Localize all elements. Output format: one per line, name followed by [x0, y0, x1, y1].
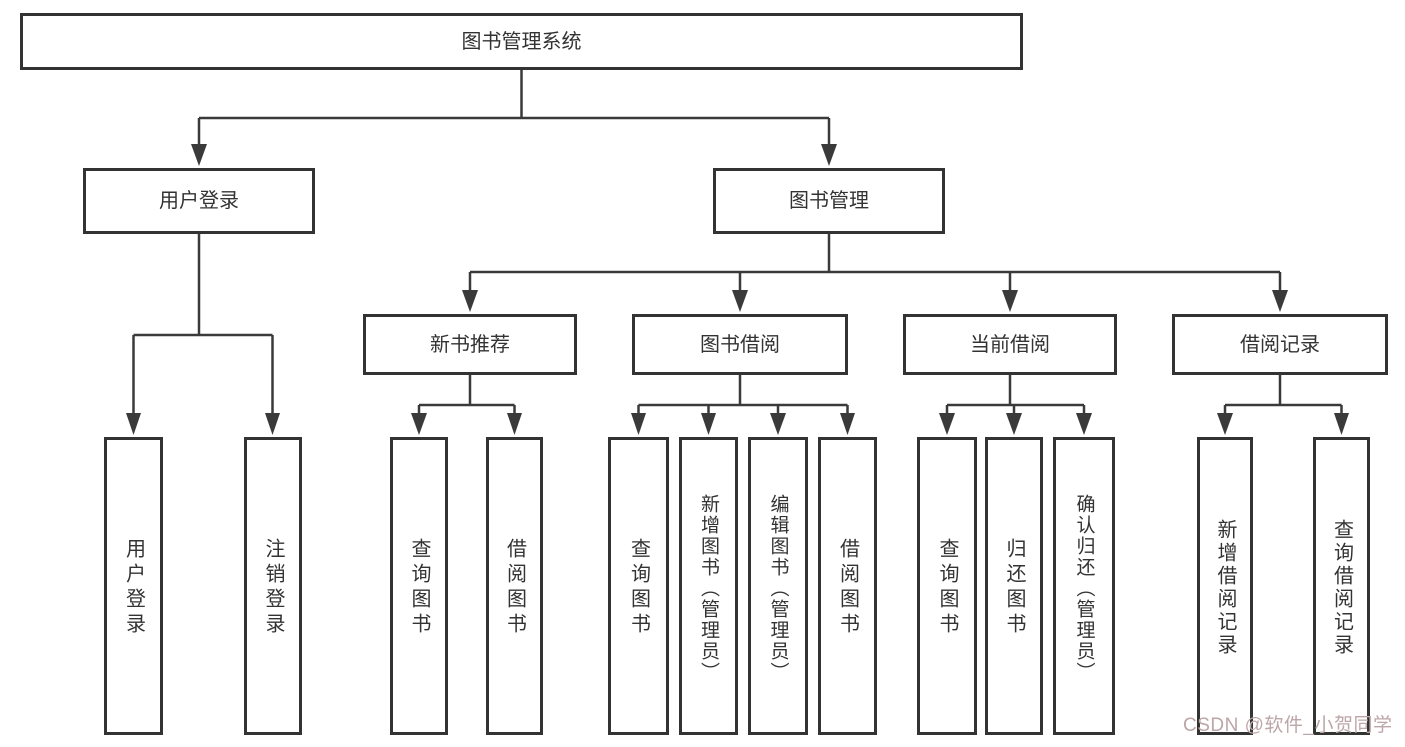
node-leaf-logout: 注销登录 [244, 437, 302, 735]
node-leaf-cb-confirm-return-admin: 确认归还（管理员） [1053, 437, 1115, 735]
node-book-management: 图书管理 [713, 168, 945, 234]
node-leaf-cb-query-books: 查询图书 [917, 437, 977, 735]
node-leaf-br-query-record: 查询借阅记录 [1313, 437, 1370, 735]
node-leaf-cb-return-books: 归还图书 [985, 437, 1043, 735]
tree-edges [132, 70, 1343, 420]
node-borrowing-records: 借阅记录 [1172, 314, 1388, 375]
node-leaf-bb-edit-books-admin: 编辑图书（管理员） [748, 437, 808, 735]
node-user-login: 用户登录 [83, 168, 315, 234]
node-current-borrowing: 当前借阅 [903, 314, 1117, 375]
arrowheads [126, 144, 1349, 435]
node-leaf-bb-add-books-admin: 新增图书（管理员） [679, 437, 738, 735]
node-leaf-user-login: 用户登录 [104, 437, 163, 735]
node-leaf-nbr-query-books: 查询图书 [390, 437, 448, 735]
node-book-borrowing: 图书借阅 [632, 314, 848, 375]
node-leaf-bb-query-books: 查询图书 [608, 437, 669, 735]
node-root: 图书管理系统 [20, 13, 1023, 70]
node-leaf-bb-borrow-books: 借阅图书 [818, 437, 877, 735]
node-new-book-recommend: 新书推荐 [363, 314, 577, 375]
node-leaf-nbr-borrow-books: 借阅图书 [486, 437, 543, 735]
node-leaf-br-add-record: 新增借阅记录 [1197, 437, 1253, 735]
csdn-watermark: CSDN @软件_小贺同学 [1183, 715, 1393, 736]
